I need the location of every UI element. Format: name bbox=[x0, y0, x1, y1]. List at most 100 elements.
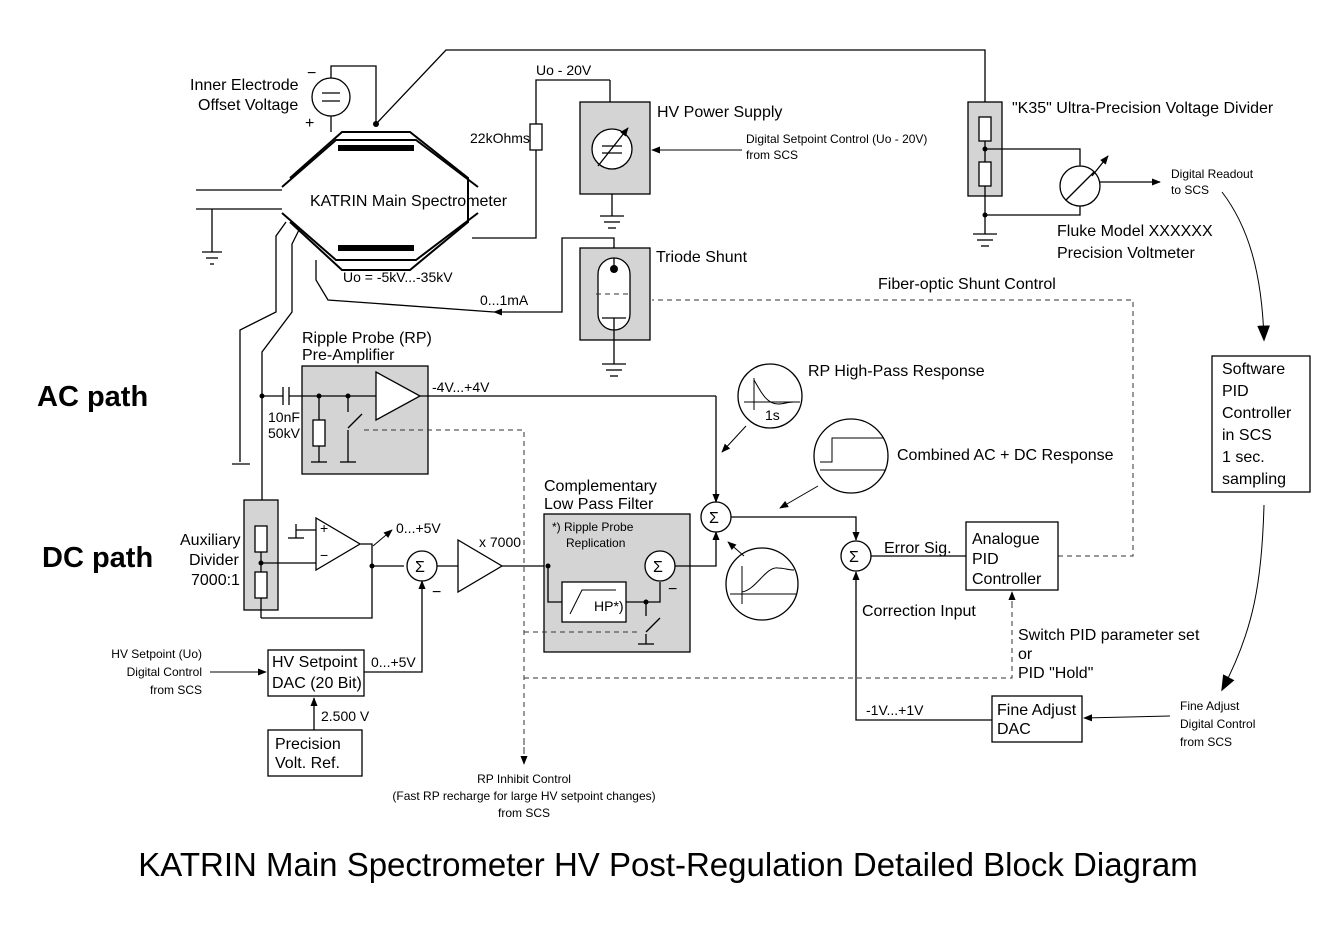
digital-readout-label-1: Digital Readout bbox=[1171, 167, 1254, 181]
pid-switch-line bbox=[524, 594, 1013, 679]
fluke-label-1: Fluke Model XXXXXX bbox=[1057, 223, 1213, 240]
diagram-title: KATRIN Main Spectrometer HV Post-Regulat… bbox=[138, 846, 1197, 883]
sum-junction-dc: Σ − bbox=[406, 550, 458, 601]
software-pid-line-1: Software bbox=[1222, 361, 1285, 378]
spectrometer-current-wire bbox=[315, 260, 495, 313]
hv-power-supply: HV Power Supply Digital Setpoint Control… bbox=[579, 80, 927, 229]
switch-label-3: PID "Hold" bbox=[1018, 665, 1093, 682]
analogue-pid-line-1: Analogue bbox=[972, 531, 1040, 548]
clpf-label-1: Complementary bbox=[544, 478, 657, 495]
software-pid-box: Software PID Controller in SCS 1 sec. sa… bbox=[1211, 355, 1311, 493]
opamp-minus: − bbox=[320, 547, 328, 563]
aux-div-line-3: 7000:1 bbox=[191, 572, 240, 589]
fluke-label-2: Precision Voltmeter bbox=[1057, 245, 1196, 262]
software-pid-line-4: in SCS bbox=[1222, 427, 1272, 444]
error-sig-label: Error Sig. bbox=[884, 540, 952, 557]
spectrometer-label: KATRIN Main Spectrometer bbox=[310, 193, 508, 210]
shunt-current-label: 0...1mA bbox=[480, 292, 529, 308]
hv-src-line-2: Digital Control bbox=[127, 665, 202, 679]
combined-response: Combined AC + DC Response bbox=[779, 418, 1114, 509]
hv-dac-line-1: HV Setpoint bbox=[272, 654, 358, 671]
ripple-rep-label-1: *) Ripple Probe bbox=[552, 520, 634, 534]
opamp-plus: + bbox=[320, 520, 328, 536]
rp-label-2: Pre-Amplifier bbox=[302, 347, 395, 364]
rp-out-label: -4V...+4V bbox=[432, 379, 490, 395]
sum-2-minus: − bbox=[432, 584, 441, 601]
fine-dac-line-2: DAC bbox=[997, 721, 1031, 738]
plus-sign: + bbox=[305, 115, 314, 132]
switch-label-1: Switch PID parameter set bbox=[1018, 627, 1200, 644]
fine-src-line-3: from SCS bbox=[1180, 735, 1232, 749]
k35-divider: "K35" Ultra-Precision Voltage Divider bbox=[967, 100, 1274, 247]
analogue-pid-line-2: PID bbox=[972, 551, 999, 568]
triode-label: Triode Shunt bbox=[656, 249, 748, 266]
hv-src-line-1: HV Setpoint (Uo) bbox=[111, 647, 202, 661]
hv-setpoint-dac: HV Setpoint DAC (20 Bit) 0...+5V HV Setp… bbox=[111, 580, 426, 697]
readout-to-software-arrow bbox=[1221, 191, 1270, 342]
rp-inhibit-line-2: (Fast RP recharge for large HV setpoint … bbox=[392, 789, 655, 803]
switch-label-2: or bbox=[1018, 646, 1033, 663]
hp-time-label: 1s bbox=[765, 407, 780, 423]
setpoint-ctrl-label-2: from SCS bbox=[746, 148, 798, 162]
inner-electrode-source: Inner Electrode Offset Voltage − + bbox=[190, 65, 379, 132]
triode-shunt: Triode Shunt 0...1mA bbox=[480, 237, 748, 377]
main-spectrometer: KATRIN Main Spectrometer Uo = -5kV...-35… bbox=[196, 131, 508, 285]
hv-power-supply-label: HV Power Supply bbox=[657, 104, 782, 121]
combined-label: Combined AC + DC Response bbox=[897, 447, 1114, 464]
cap-label-2: 50kV bbox=[268, 425, 301, 441]
k35-label: "K35" Ultra-Precision Voltage Divider bbox=[1012, 100, 1274, 117]
hv-dac-line-2: DAC (20 Bit) bbox=[272, 675, 362, 692]
aux-div-line-1: Auxiliary bbox=[180, 532, 240, 549]
spectrometer-wire-left bbox=[239, 221, 287, 462]
sum-3-minus: − bbox=[668, 581, 677, 598]
dac-out-label: 0...+5V bbox=[371, 654, 416, 670]
analogue-pid-line-3: Controller bbox=[972, 571, 1042, 588]
auxiliary-divider: Auxiliary Divider 7000:1 bbox=[180, 499, 373, 619]
hp-star-label: HP*) bbox=[594, 598, 624, 614]
gain-amplifier: x 7000 bbox=[457, 534, 644, 594]
software-pid-line-3: Controller bbox=[1222, 405, 1292, 422]
sum-junction-ac-dc: Σ bbox=[700, 490, 860, 541]
inner-electrode-label-1: Inner Electrode bbox=[190, 77, 299, 94]
vref-line-1: Precision bbox=[275, 736, 341, 753]
sum-junction-error: Σ Error Sig. Correction Input bbox=[840, 540, 976, 620]
sigma-1: Σ bbox=[709, 510, 719, 527]
spectrometer-wire-right bbox=[261, 227, 301, 528]
correction-label: Correction Input bbox=[862, 603, 976, 620]
sigma-2: Σ bbox=[415, 559, 425, 576]
fiber-optic-line bbox=[652, 299, 1134, 557]
setpoint-ctrl-label-1: Digital Setpoint Control (Uo - 20V) bbox=[746, 132, 927, 146]
fluke-voltmeter: Digital Readout to SCS Fluke Model XXXXX… bbox=[1057, 155, 1254, 262]
rp-highpass-response: 1s RP High-Pass Response bbox=[721, 363, 985, 453]
fine-dac-line-1: Fine Adjust bbox=[997, 702, 1077, 719]
rp-label-1: Ripple Probe (RP) bbox=[302, 330, 432, 347]
digital-readout-label-2: to SCS bbox=[1171, 183, 1209, 197]
sigma-4: Σ bbox=[849, 549, 859, 566]
resistor-label: 22kOhms bbox=[470, 130, 530, 146]
analogue-pid-box: Analogue PID Controller bbox=[965, 521, 1059, 591]
vref-value-label: 2.500 V bbox=[321, 708, 370, 724]
top-wire bbox=[375, 49, 986, 125]
ripple-probe-preamp: Ripple Probe (RP) Pre-Amplifier 10nF 50k… bbox=[259, 330, 717, 502]
aux-opamp: + − 0...+5V bbox=[288, 516, 441, 572]
rp-inhibit-line-1: RP Inhibit Control bbox=[477, 772, 571, 786]
aux-div-line-2: Divider bbox=[189, 552, 239, 569]
hv-src-line-3: from SCS bbox=[150, 683, 202, 697]
aux-out-label: 0...+5V bbox=[396, 520, 441, 536]
fiber-optic-label: Fiber-optic Shunt Control bbox=[878, 276, 1056, 293]
software-pid-line-6: sampling bbox=[1222, 471, 1286, 488]
fine-src-line-2: Digital Control bbox=[1180, 717, 1255, 731]
fine-range-label: -1V...+1V bbox=[866, 702, 924, 718]
uo-range-label: Uo = -5kV...-35kV bbox=[343, 269, 453, 285]
resistor-22k: Uo - 20V 22kOhms bbox=[470, 62, 610, 239]
rp-inhibit-line bbox=[364, 429, 525, 762]
gain-label: x 7000 bbox=[479, 534, 521, 550]
rp-hp-label: RP High-Pass Response bbox=[808, 363, 985, 380]
software-pid-line-5: 1 sec. bbox=[1222, 449, 1265, 466]
step-response bbox=[725, 541, 799, 621]
dc-path-label: DC path bbox=[42, 542, 153, 574]
sigma-3: Σ bbox=[653, 559, 663, 576]
software-to-fine-adjust-arrow bbox=[1221, 504, 1265, 692]
uo-minus-20-label: Uo - 20V bbox=[536, 62, 592, 78]
